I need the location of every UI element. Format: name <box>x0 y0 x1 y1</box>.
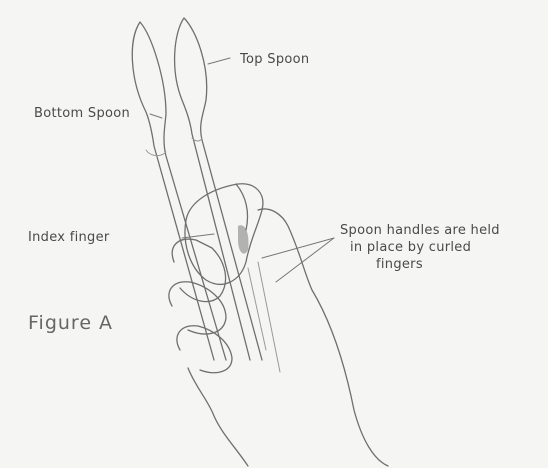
bottom-spoon-label: Bottom Spoon <box>34 106 130 121</box>
note-line-2: in place by curled <box>340 239 500 256</box>
index-finger-label: Index finger <box>28 230 110 245</box>
note-line-3: fingers <box>340 256 500 273</box>
bottom-spoon <box>132 22 226 360</box>
spoon-handles-note: Spoon handles are held in place by curle… <box>340 222 500 273</box>
top-spoon-label: Top Spoon <box>240 52 309 67</box>
figure-caption: Figure A <box>28 312 113 334</box>
note-line-1: Spoon handles are held <box>340 222 500 239</box>
